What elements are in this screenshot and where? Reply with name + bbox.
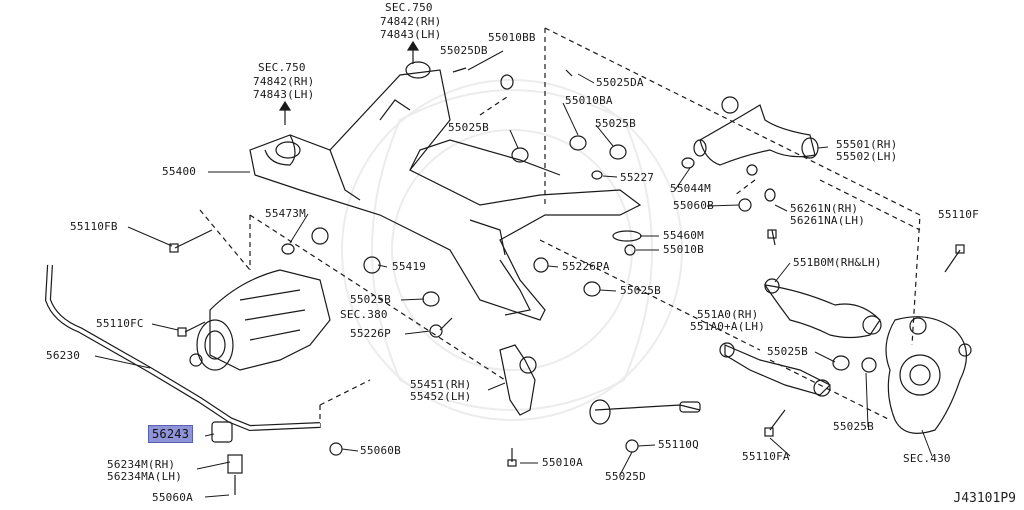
watermark-emblem: [341, 79, 683, 421]
label-55502-lh[interactable]: 55502(LH): [836, 150, 898, 163]
label-55110Q[interactable]: 55110Q: [658, 438, 699, 451]
knuckle-sec430: [885, 316, 972, 434]
label-55110FB[interactable]: 55110FB: [70, 220, 118, 233]
crossmember-55400: [249, 61, 642, 321]
label-sec750-left-rh[interactable]: 74842(RH): [253, 75, 315, 88]
label-55110FA[interactable]: 55110FA: [742, 450, 790, 463]
label-sec380[interactable]: SEC.380: [340, 308, 388, 321]
label-sec750-left-lh[interactable]: 74843(LH): [253, 88, 315, 101]
label-56234MA-lh[interactable]: 56234MA(LH): [107, 470, 183, 483]
label-55025B-upper-right[interactable]: 55025B: [595, 117, 636, 130]
differential-sec380: [189, 269, 331, 371]
label-55451-rh[interactable]: 55451(RH): [410, 378, 472, 391]
label-55226P[interactable]: 55226P: [350, 327, 391, 340]
label-55060B-lower[interactable]: 55060B: [360, 444, 401, 457]
label-55025DB[interactable]: 55025DB: [440, 44, 488, 57]
label-551A0A-lh[interactable]: 551A0+A(LH): [690, 320, 766, 333]
label-55025DA[interactable]: 55025DA: [596, 76, 644, 89]
label-sec750-left-title[interactable]: SEC.750: [258, 61, 306, 74]
diagram-code: J43101P9: [953, 491, 1016, 506]
leader-lines: [94, 50, 933, 498]
label-55452-lh[interactable]: 55452(LH): [410, 390, 472, 403]
label-55460M[interactable]: 55460M: [663, 229, 704, 242]
label-551A0-rh[interactable]: 551A0(RH): [697, 308, 759, 321]
label-56230[interactable]: 56230: [46, 349, 81, 362]
label-55110F[interactable]: 55110F: [938, 208, 979, 221]
label-55226PA[interactable]: 55226PA: [562, 260, 610, 273]
label-55473M[interactable]: 55473M: [265, 207, 306, 220]
label-sec750-top-rh[interactable]: 74842(RH): [380, 15, 442, 28]
link-55110Q: [589, 399, 701, 425]
label-56243[interactable]: 56243: [148, 425, 194, 443]
label-55010BA[interactable]: 55010BA: [565, 94, 613, 107]
label-56243-highlight: 56243: [148, 425, 194, 443]
hardware-parts: [281, 74, 877, 456]
label-55501-rh[interactable]: 55501(RH): [836, 138, 898, 151]
upper-link-55501: [693, 96, 819, 166]
label-56261N-rh[interactable]: 56261N(RH): [790, 202, 859, 215]
stabilizer-bar-56230: [44, 264, 321, 432]
label-56261NA-lh[interactable]: 56261NA(LH): [790, 214, 866, 227]
label-sec430[interactable]: SEC.430: [903, 452, 951, 465]
bolts: [169, 67, 965, 467]
label-55025B-lower-right[interactable]: 55025B: [767, 345, 808, 358]
label-55400[interactable]: 55400: [162, 165, 197, 178]
label-55110FC[interactable]: 55110FC: [96, 317, 144, 330]
label-55044M[interactable]: 55044M: [670, 182, 711, 195]
label-55025B-middle-left[interactable]: 55025B: [350, 293, 391, 306]
label-55060B-upper[interactable]: 55060B: [673, 199, 714, 212]
label-55025B-bottom-right[interactable]: 55025B: [833, 420, 874, 433]
label-551B0M[interactable]: 551B0M(RH&LH): [793, 256, 882, 269]
label-55010B[interactable]: 55010B: [663, 243, 704, 256]
arrows: [278, 40, 420, 125]
lower-link-551A0: [719, 342, 832, 397]
label-55419[interactable]: 55419: [392, 260, 427, 273]
label-55025B-middle-right[interactable]: 55025B: [620, 284, 661, 297]
label-sec750-top-title[interactable]: SEC.750: [385, 1, 433, 14]
label-55025B-upper-left[interactable]: 55025B: [448, 121, 489, 134]
label-sec750-top-lh[interactable]: 74843(LH): [380, 28, 442, 41]
label-56234M-rh[interactable]: 56234M(RH): [107, 458, 176, 471]
lower-link-551B0M: [763, 278, 882, 339]
label-55010A[interactable]: 55010A: [542, 456, 583, 469]
label-55025D[interactable]: 55025D: [605, 470, 646, 483]
label-55060A[interactable]: 55060A: [152, 491, 193, 504]
label-55227[interactable]: 55227: [620, 171, 655, 184]
bracket-55451: [499, 344, 537, 416]
bushing-56243: [211, 421, 243, 495]
label-55010BB[interactable]: 55010BB: [488, 31, 536, 44]
